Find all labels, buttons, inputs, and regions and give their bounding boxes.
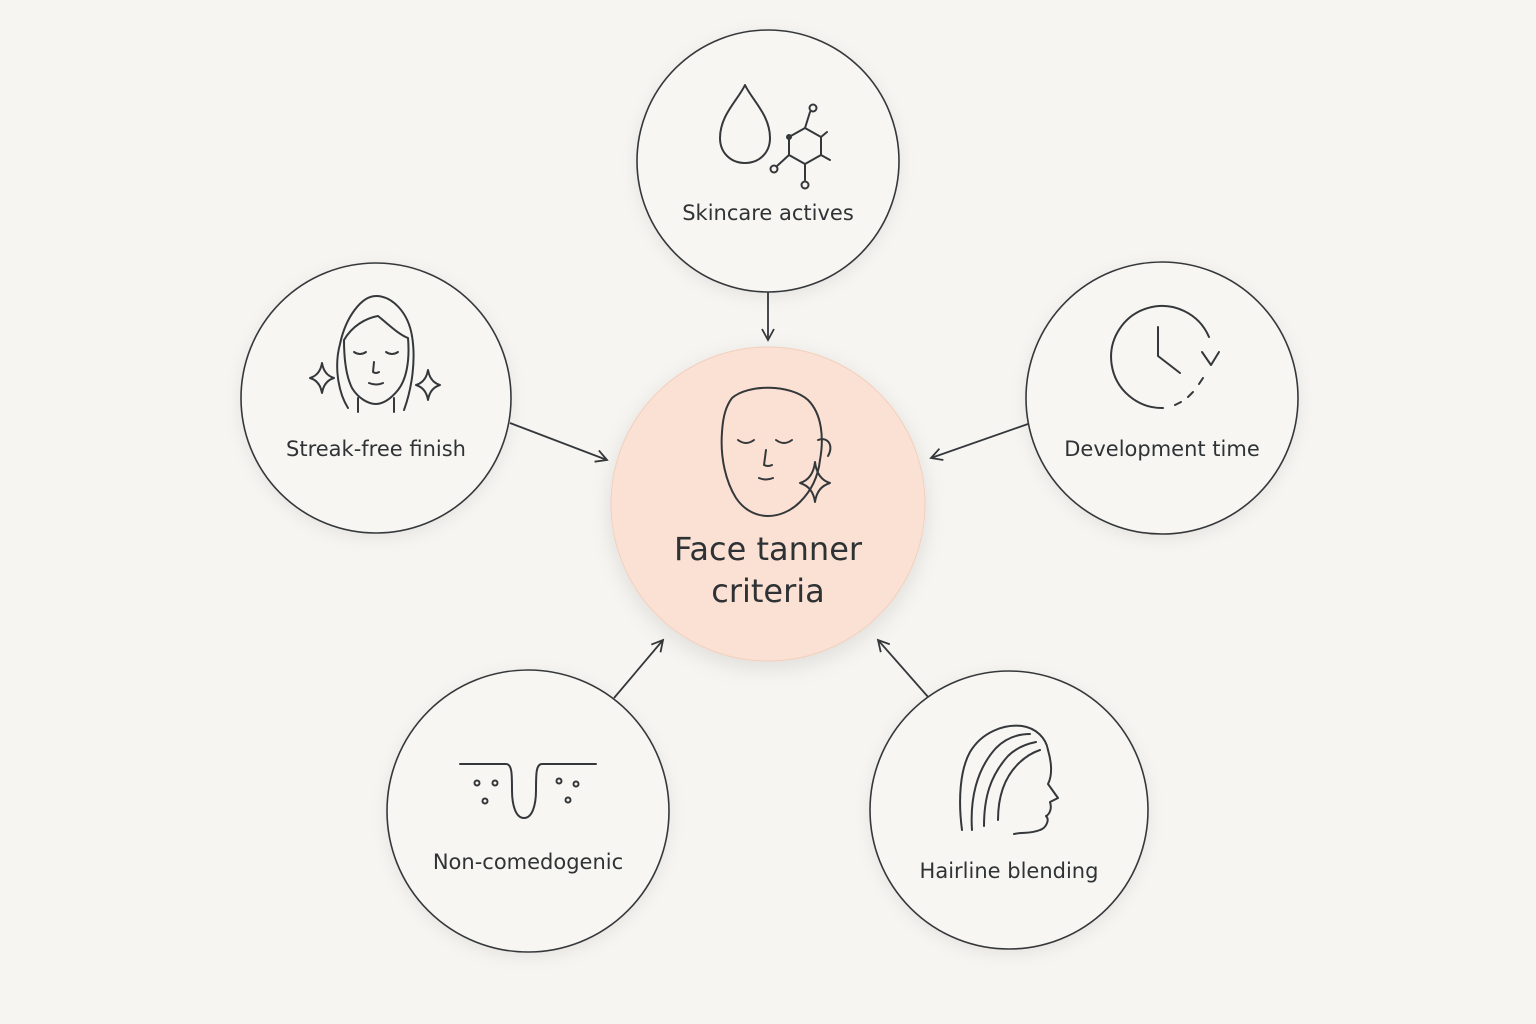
face-sparkle-icon [720, 386, 832, 517]
node-label-development: Development time [1064, 437, 1260, 461]
node-label-skincare: Skincare actives [682, 201, 854, 225]
drop-molecule-icon [719, 84, 831, 190]
center-label-line2: criteria [711, 572, 825, 610]
hair-profile-icon [959, 724, 1059, 835]
center-node: Face tanner criteria [610, 346, 926, 662]
node-non-comedogenic: Non-comedogenic [386, 669, 670, 953]
node-skincare-actives: Skincare actives [636, 29, 900, 293]
face-sparkles-icon [309, 295, 441, 413]
node-label-noncomedogenic: Non-comedogenic [433, 850, 623, 874]
clock-icon [1110, 305, 1220, 410]
pore-icon [459, 763, 597, 819]
connector-arrows [509, 292, 1029, 699]
arrow-noncomedogenic [613, 638, 665, 699]
arrow-hairline [876, 638, 930, 699]
center-label-line1: Face tanner [674, 530, 863, 568]
arrow-streak [509, 422, 609, 463]
node-label-streak: Streak-free finish [286, 437, 466, 461]
node-label-hairline: Hairline blending [920, 859, 1099, 883]
node-streak-free-finish: Streak-free finish [240, 262, 512, 534]
arrow-development [929, 423, 1029, 461]
node-development-time: Development time [1025, 261, 1299, 535]
node-hairline-blending: Hairline blending [869, 670, 1149, 950]
